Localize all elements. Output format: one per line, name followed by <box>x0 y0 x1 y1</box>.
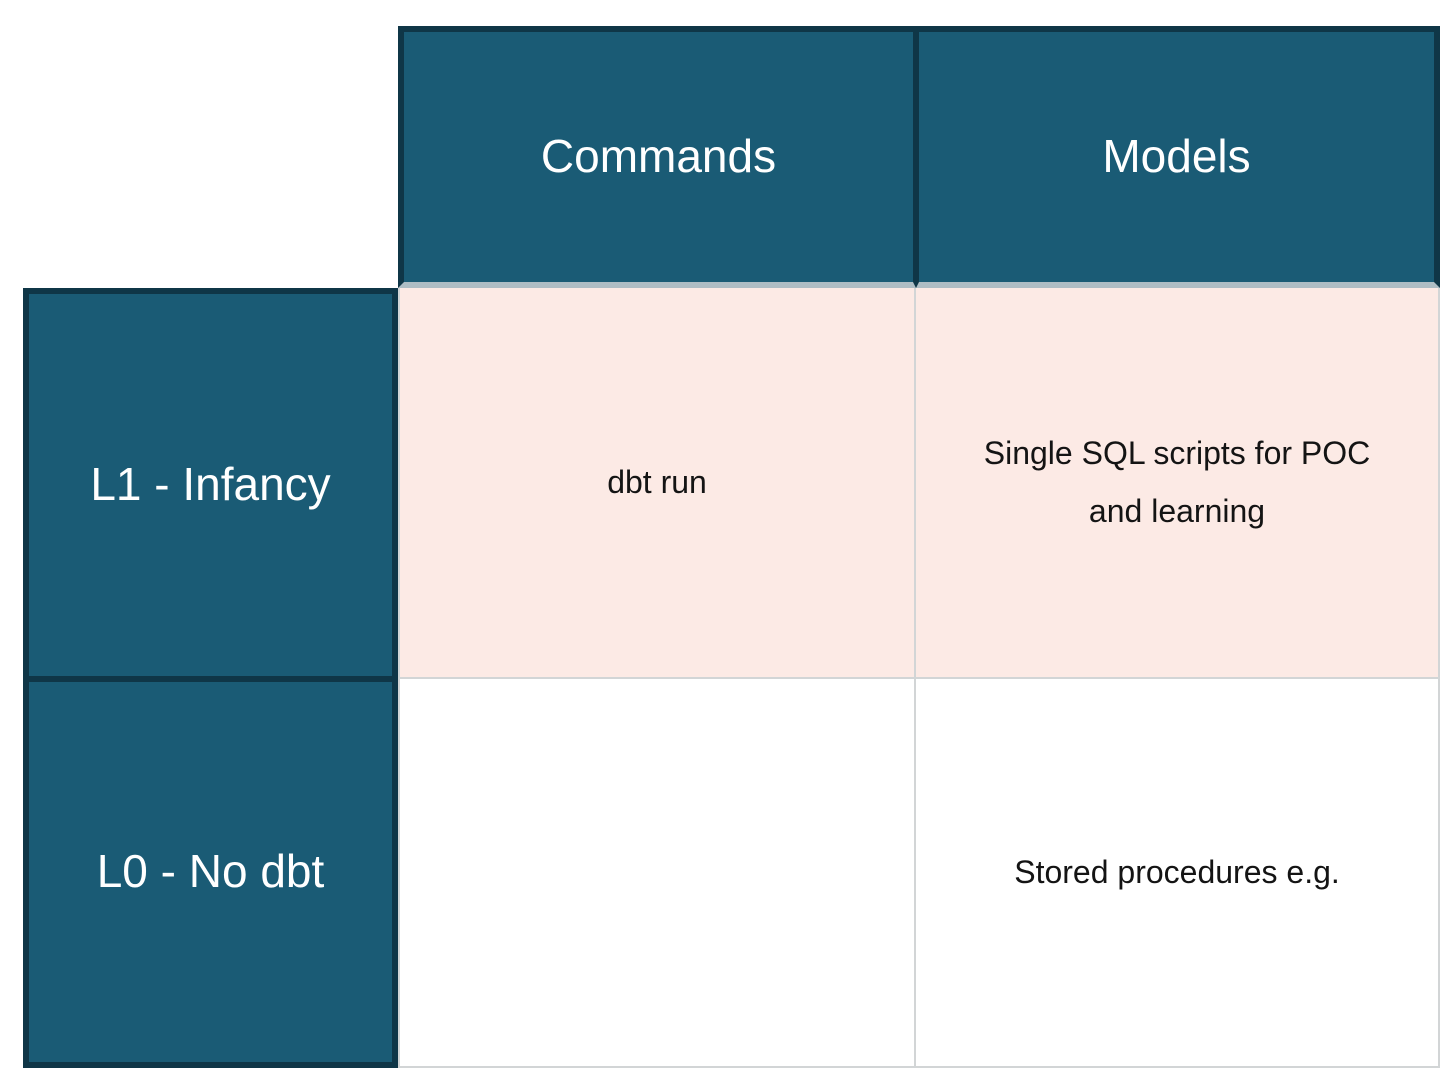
corner-spacer <box>23 26 398 288</box>
row-header-l1: L1 - Infancy <box>23 288 398 679</box>
column-header-commands: Commands <box>398 26 916 288</box>
row-header-l0: L0 - No dbt <box>23 679 398 1068</box>
cell-l1-models: Single SQL scripts for POC and learning <box>916 288 1440 679</box>
cell-l0-commands <box>398 679 916 1068</box>
matrix-grid: Commands Models L1 - Infancy dbt run Sin… <box>23 26 1440 1068</box>
column-header-models: Models <box>916 26 1440 288</box>
cell-l0-models: Stored procedures e.g. <box>916 679 1440 1068</box>
cell-l1-commands: dbt run <box>398 288 916 679</box>
